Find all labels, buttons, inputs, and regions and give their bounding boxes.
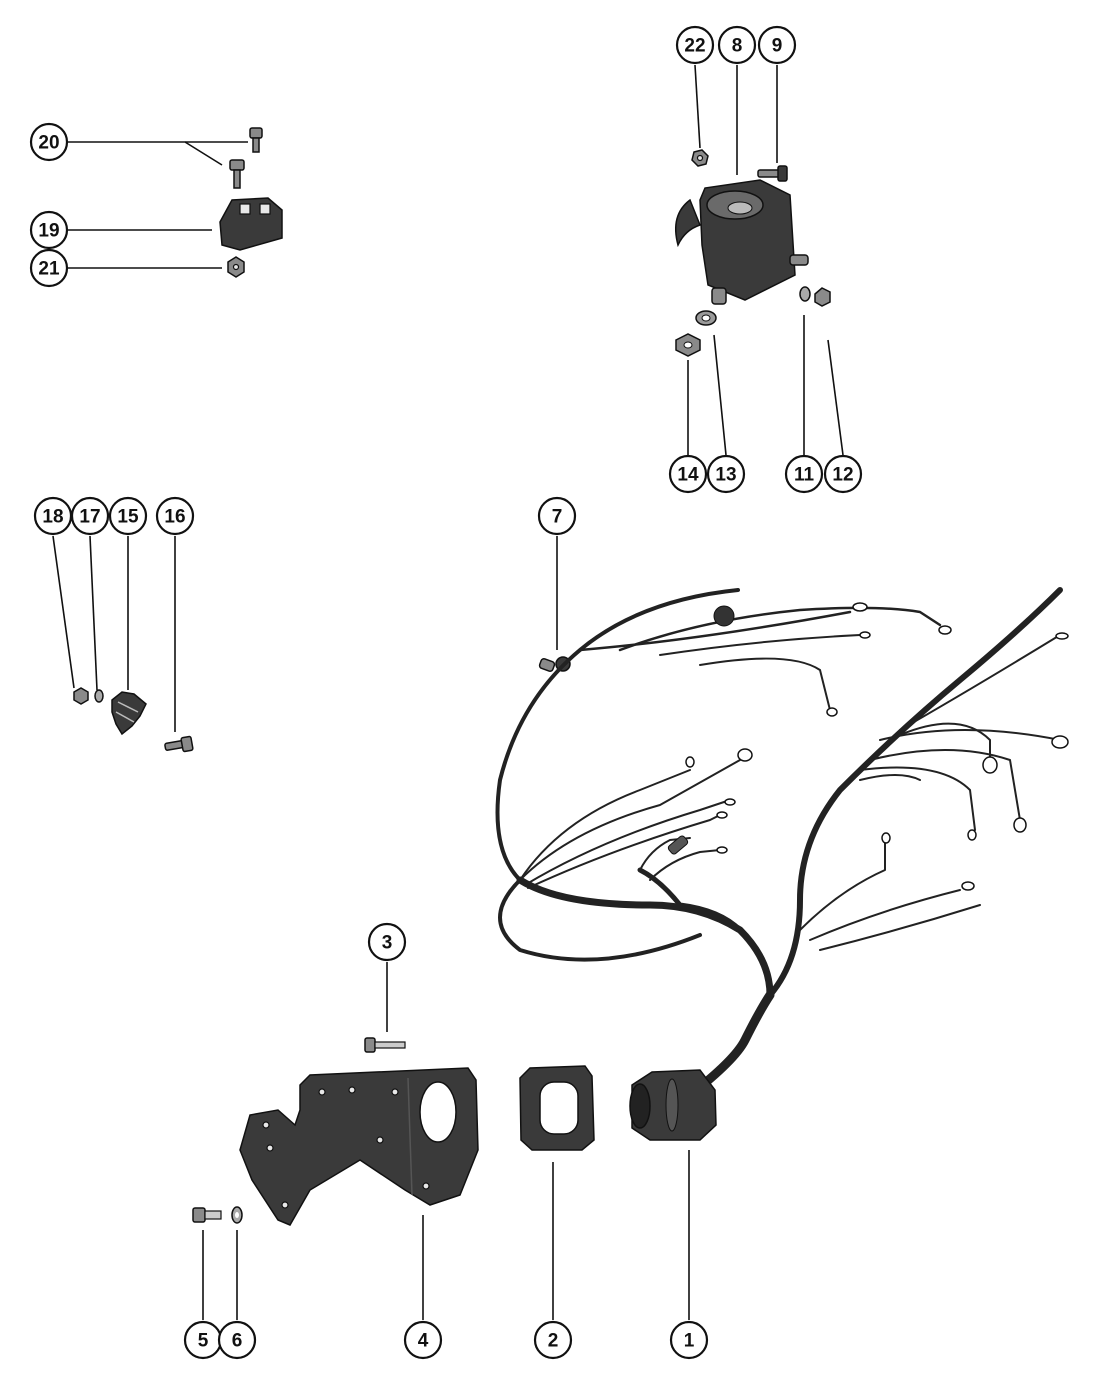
part-13-washer [695, 310, 717, 326]
part-17-washer [94, 689, 104, 703]
part-6-washer [231, 1206, 243, 1224]
part-22-nut [691, 149, 709, 167]
callout-12: 12 [823, 454, 863, 494]
part-20-screws [229, 127, 263, 189]
part-8-solenoid [675, 179, 809, 305]
part-18-nut [73, 687, 89, 705]
callout-13-label: 13 [715, 465, 736, 486]
callout-14-label: 14 [677, 465, 699, 486]
callout-16: 16 [155, 496, 195, 536]
callout-5: 5 [183, 1320, 223, 1360]
callout-2-label: 2 [548, 1331, 559, 1352]
callout-15: 15 [108, 496, 148, 536]
part-14-nut [675, 333, 701, 357]
callout-15-label: 15 [117, 507, 139, 528]
part-2-gasket [519, 1065, 595, 1151]
part-3-screw [364, 1037, 406, 1053]
callout-17: 17 [70, 496, 110, 536]
part-11-washer [799, 286, 811, 302]
callout-13: 13 [706, 454, 746, 494]
callout-18: 18 [33, 496, 73, 536]
callout-19-label: 19 [38, 221, 59, 242]
callout-4: 4 [403, 1320, 443, 1360]
callout-7-label: 7 [552, 507, 563, 528]
callout-12-label: 12 [832, 465, 853, 486]
callout-16-label: 16 [164, 507, 185, 528]
callout-22-label: 22 [684, 36, 705, 57]
callout-20-label: 20 [38, 133, 59, 154]
callout-11-label: 11 [794, 465, 815, 486]
callout-20: 20 [29, 122, 69, 162]
callout-19: 19 [29, 210, 69, 250]
callout-6-label: 6 [232, 1331, 243, 1352]
callout-8-label: 8 [732, 36, 743, 57]
callout-22: 22 [675, 25, 715, 65]
callout-8: 8 [717, 25, 757, 65]
part-9-screw [757, 165, 788, 182]
callout-21-label: 21 [38, 259, 60, 280]
part-16-screw [164, 735, 194, 753]
part-4-bracket [239, 1067, 479, 1226]
callout-4-label: 4 [418, 1331, 429, 1352]
part-21-nut [227, 256, 245, 278]
leader-lines [52, 64, 844, 1320]
part-5-screw [192, 1207, 222, 1223]
callout-11: 11 [784, 454, 824, 494]
callout-3-label: 3 [382, 933, 393, 954]
part-15-rectifier [111, 691, 147, 736]
callout-18-label: 18 [42, 507, 63, 528]
part-19-block [219, 197, 283, 251]
callout-5-label: 5 [198, 1331, 209, 1352]
callout-17-label: 17 [79, 507, 100, 528]
callout-2: 2 [533, 1320, 573, 1360]
callout-14: 14 [668, 454, 708, 494]
callout-1: 1 [669, 1320, 709, 1360]
callout-9-label: 9 [772, 36, 783, 57]
callout-9: 9 [757, 25, 797, 65]
part-12-nut [814, 287, 831, 307]
callouts: 22 8 9 20 19 21 14 13 11 12 18 17 15 16 … [29, 25, 863, 1360]
part-1-wiring-harness [495, 587, 1069, 1141]
callout-7: 7 [537, 496, 577, 536]
callout-6: 6 [217, 1320, 257, 1360]
callout-1-label: 1 [684, 1331, 695, 1352]
callout-3: 3 [367, 922, 407, 962]
callout-21: 21 [29, 248, 69, 288]
